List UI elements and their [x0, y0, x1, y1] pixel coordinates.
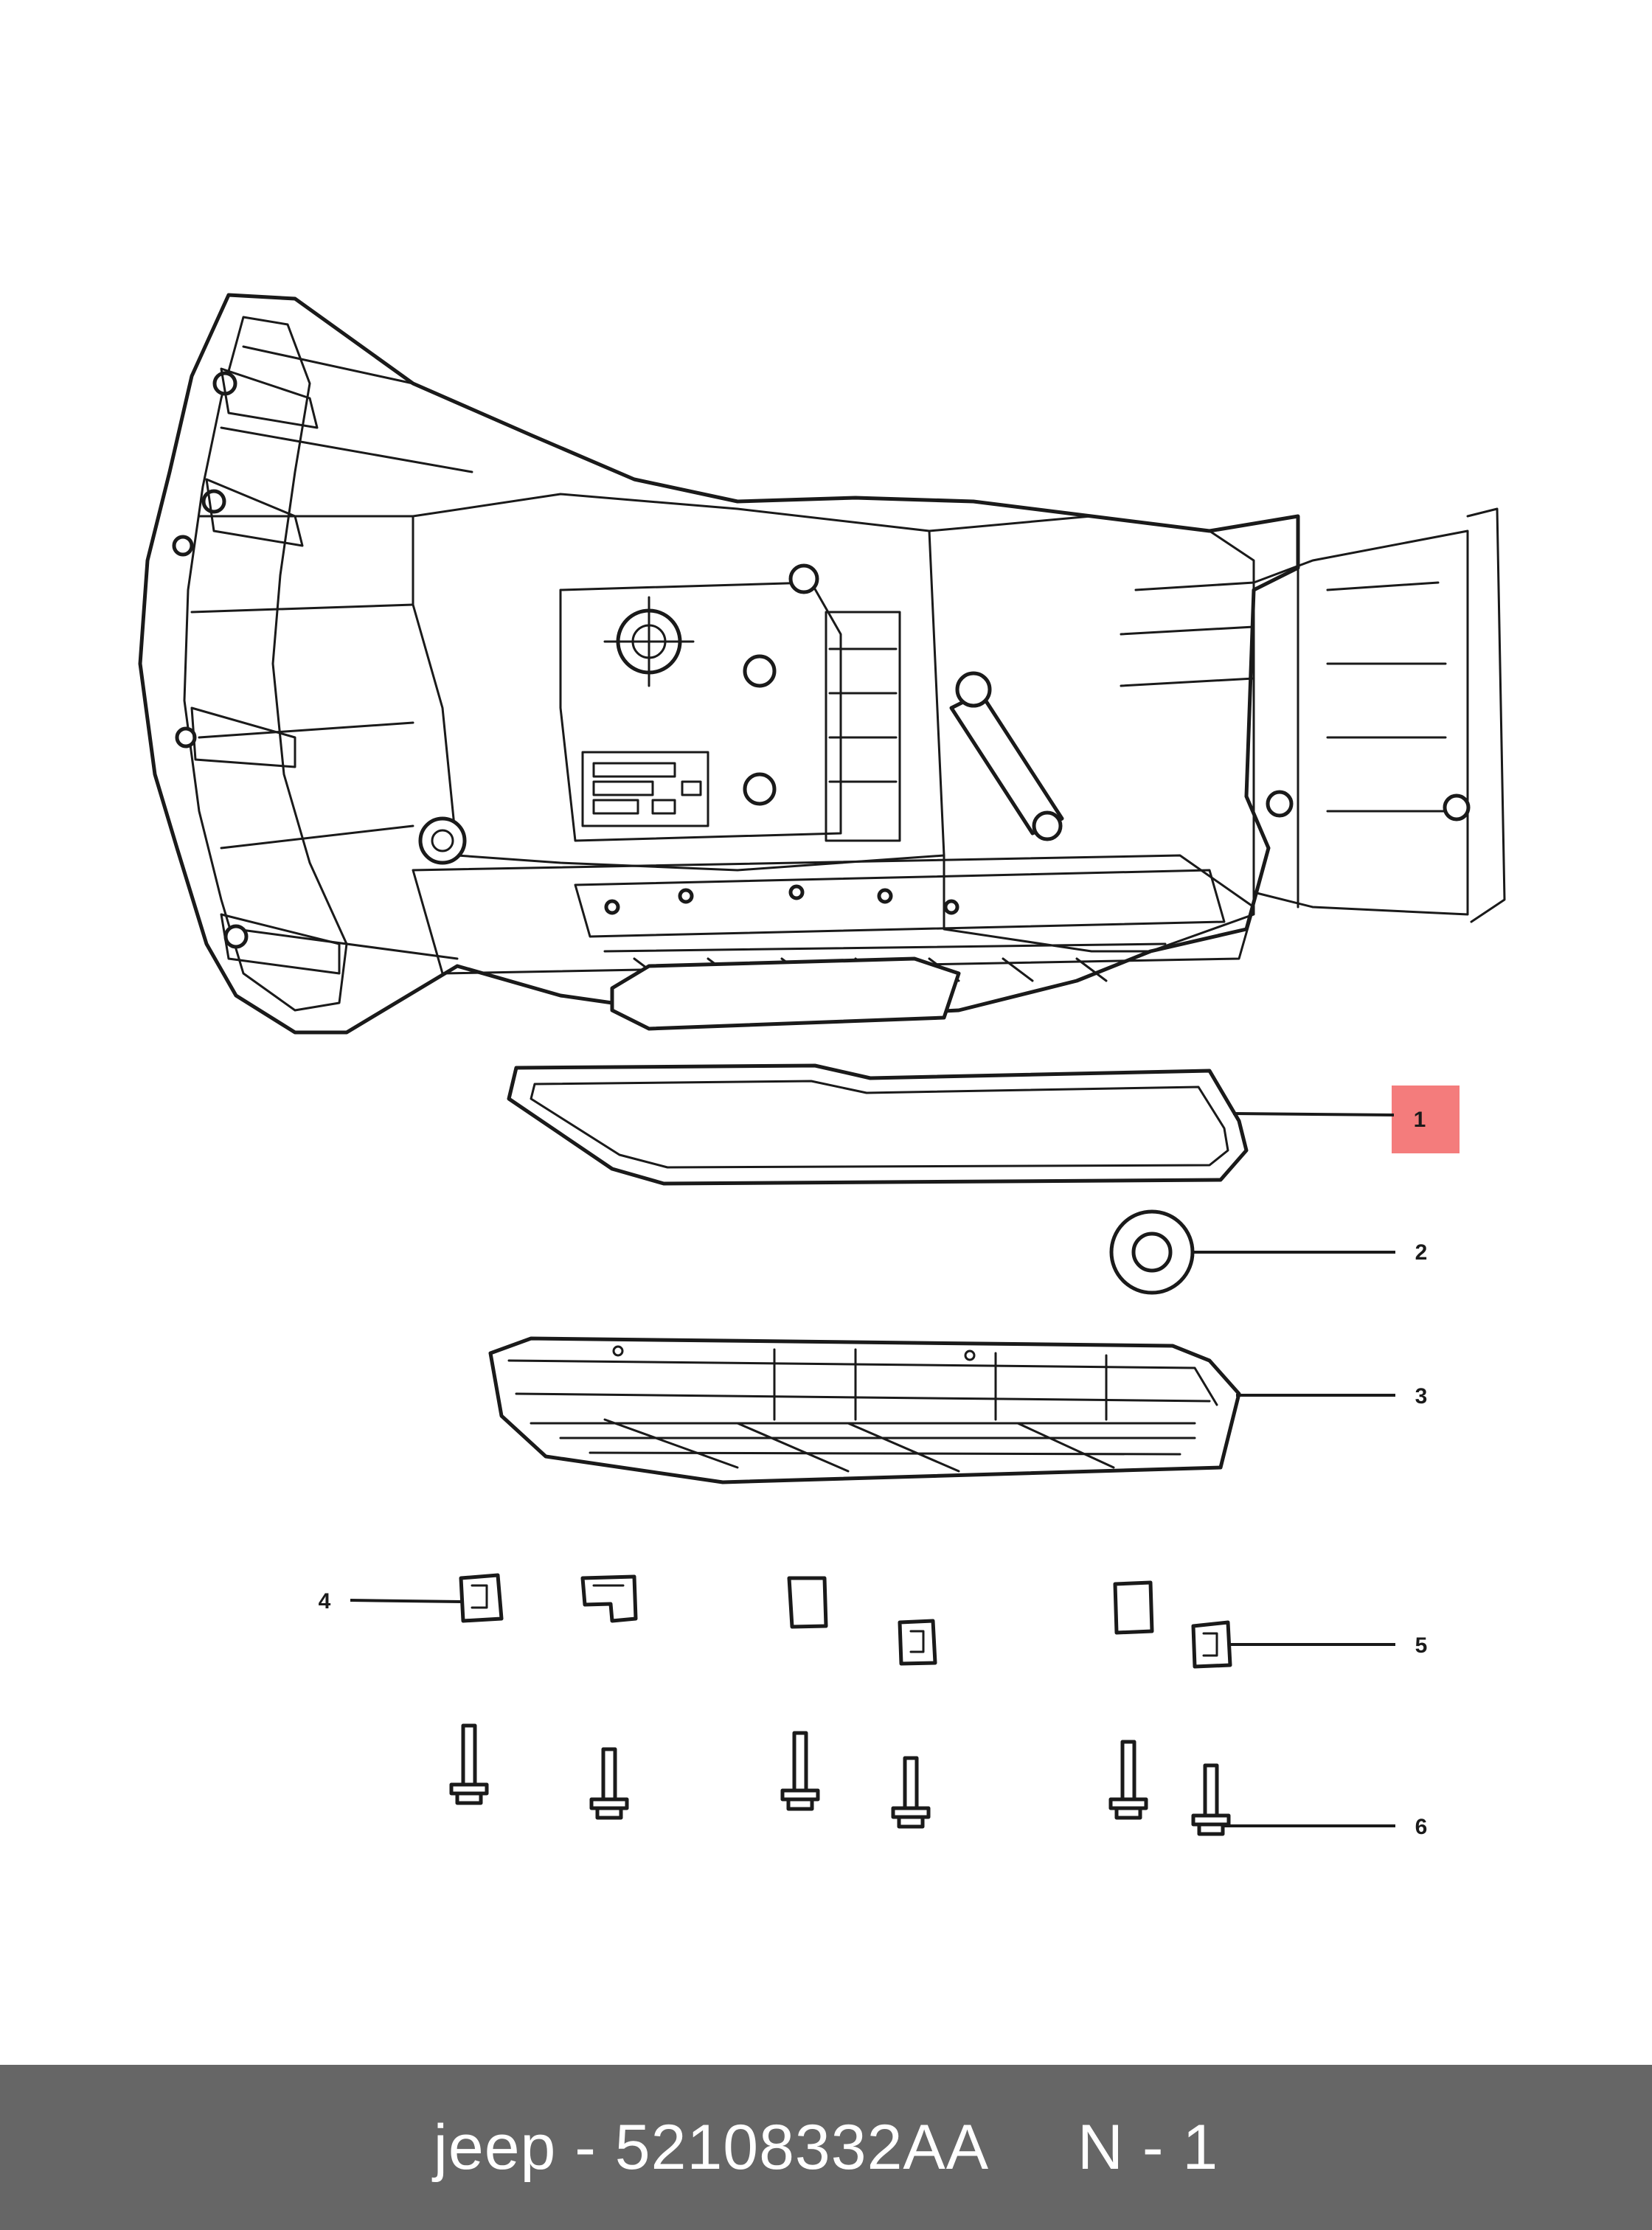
part-4-5-retainer-clips	[459, 1573, 1232, 1669]
leader-line-4	[350, 1599, 462, 1603]
part-6-pan-bolts	[449, 1723, 1231, 1836]
callout-number-2: 2	[1415, 1240, 1428, 1265]
part-3-oil-pan	[488, 1336, 1241, 1484]
callout-number-5: 5	[1415, 1633, 1428, 1658]
callout-number-6: 6	[1415, 1815, 1428, 1839]
leader-line-1	[1232, 1112, 1395, 1116]
exploded-parts-diagram: 1 2 3 4 5 6	[138, 293, 1506, 1839]
footer-part-number: jeep - 52108332AA N - 1	[433, 2111, 1219, 2183]
callout-1-highlight	[1392, 1086, 1460, 1153]
callout-number-3: 3	[1415, 1384, 1428, 1408]
footer-bar: jeep - 52108332AA N - 1	[0, 2065, 1652, 2230]
callout-number-1: 1	[1414, 1108, 1426, 1132]
part-2-seal-washer	[1109, 1209, 1195, 1295]
callouts: 1 2 3 4 5 6	[319, 1086, 1460, 1839]
callout-number-4: 4	[319, 1589, 331, 1614]
transmission-illustration	[138, 293, 1506, 1035]
part-1-pan-gasket	[507, 1063, 1249, 1186]
